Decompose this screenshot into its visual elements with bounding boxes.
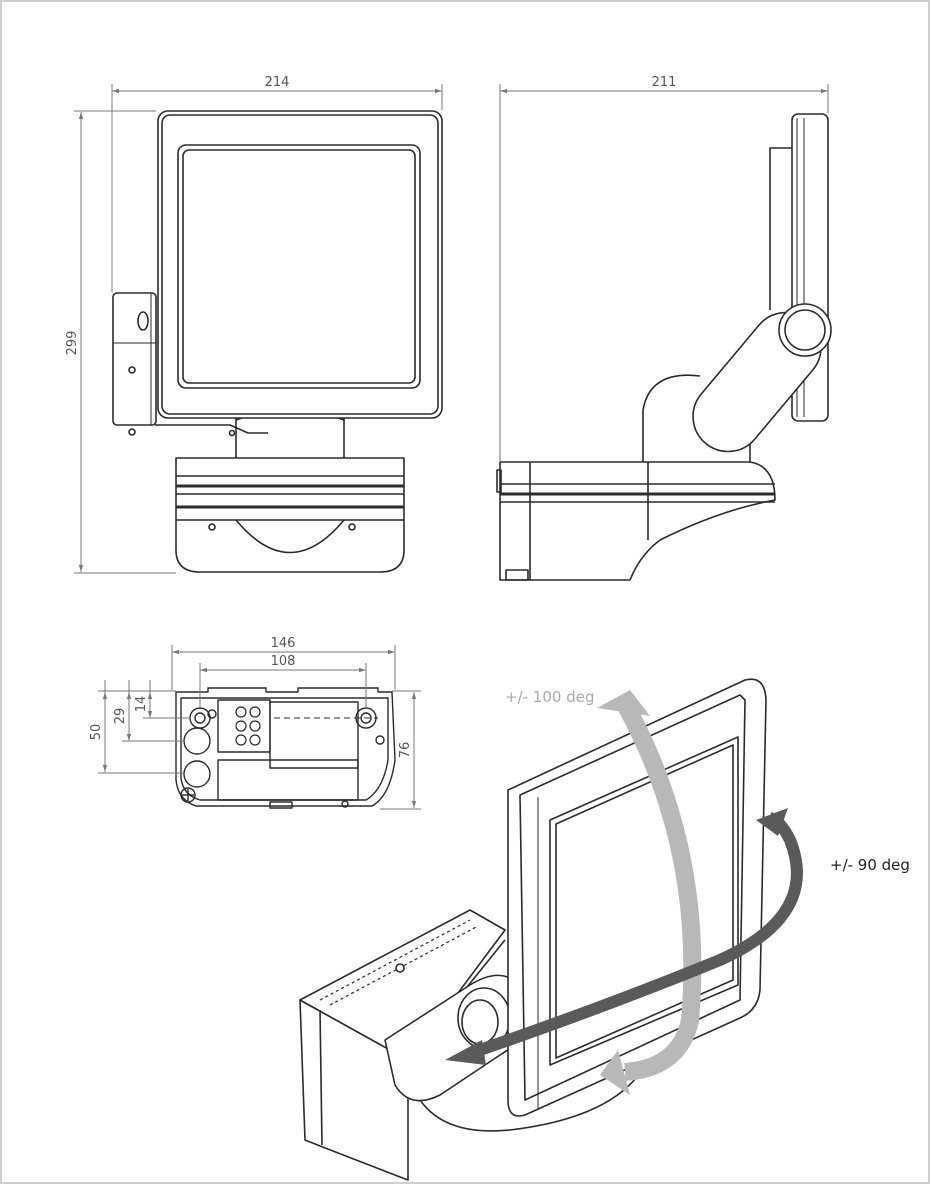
dim-base-offset-14: 14 [134,696,149,713]
base-view [175,687,396,809]
dim-base-width: 146 [271,636,296,651]
dim-base-hole-spacing: 108 [271,654,296,669]
vertical-rotation-arrow [597,690,702,1095]
dim-base-height: 76 [398,742,413,759]
base-dimensions [98,645,421,810]
dim-front-height: 299 [65,331,80,356]
vertical-rotation-label: +/- 100 deg [505,688,594,706]
horizontal-rotation-arrow [445,808,803,1065]
dim-base-offset-29: 29 [113,708,128,725]
side-dimensions [499,84,829,462]
dim-front-width: 214 [265,75,290,90]
front-view [112,110,443,573]
perspective-view [299,678,767,1181]
horizontal-rotation-label: +/- 90 deg [830,856,910,874]
side-view [496,113,832,581]
dim-base-offset-50: 50 [89,724,104,741]
dim-side-depth: 211 [652,75,677,90]
front-dimensions [74,84,443,574]
